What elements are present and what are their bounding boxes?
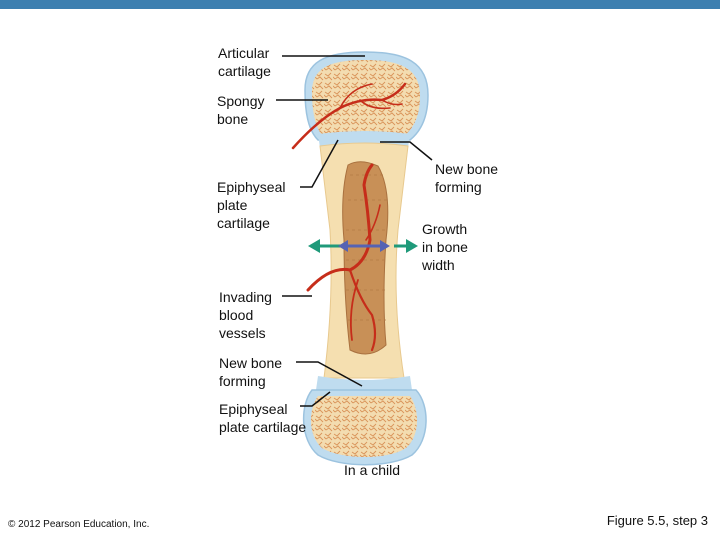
growth-width-arrows (308, 239, 418, 253)
caption: In a child (344, 462, 401, 478)
leader-lines (276, 55, 433, 407)
label-new-bone-forming-upper: New bone forming (435, 161, 499, 195)
label-epiphyseal-plate-cartilage-lower: Epiphyseal plate cartilage (219, 401, 307, 435)
label-growth-in-bone-width: Growth in bone width (422, 221, 468, 273)
blood-vessels (291, 82, 407, 352)
marrow-region (342, 161, 389, 355)
label-articular-cartilage: Articular cartilage (218, 45, 271, 79)
upper-spongy-bone (312, 60, 420, 135)
label-spongy-bone: Spongy bone (217, 93, 265, 127)
label-invading-blood-vessels: Invading blood vessels (219, 289, 272, 341)
lower-spongy-bone (310, 396, 418, 457)
top-accent-bar (0, 0, 720, 9)
copyright: © 2012 Pearson Education, Inc. (8, 519, 150, 530)
label-epiphyseal-plate-cartilage-upper: Epiphyseal plate cartilage (217, 179, 286, 231)
label-new-bone-forming-lower: New bone forming (219, 355, 283, 389)
figure-label: Figure 5.5, step 3 (606, 513, 708, 528)
